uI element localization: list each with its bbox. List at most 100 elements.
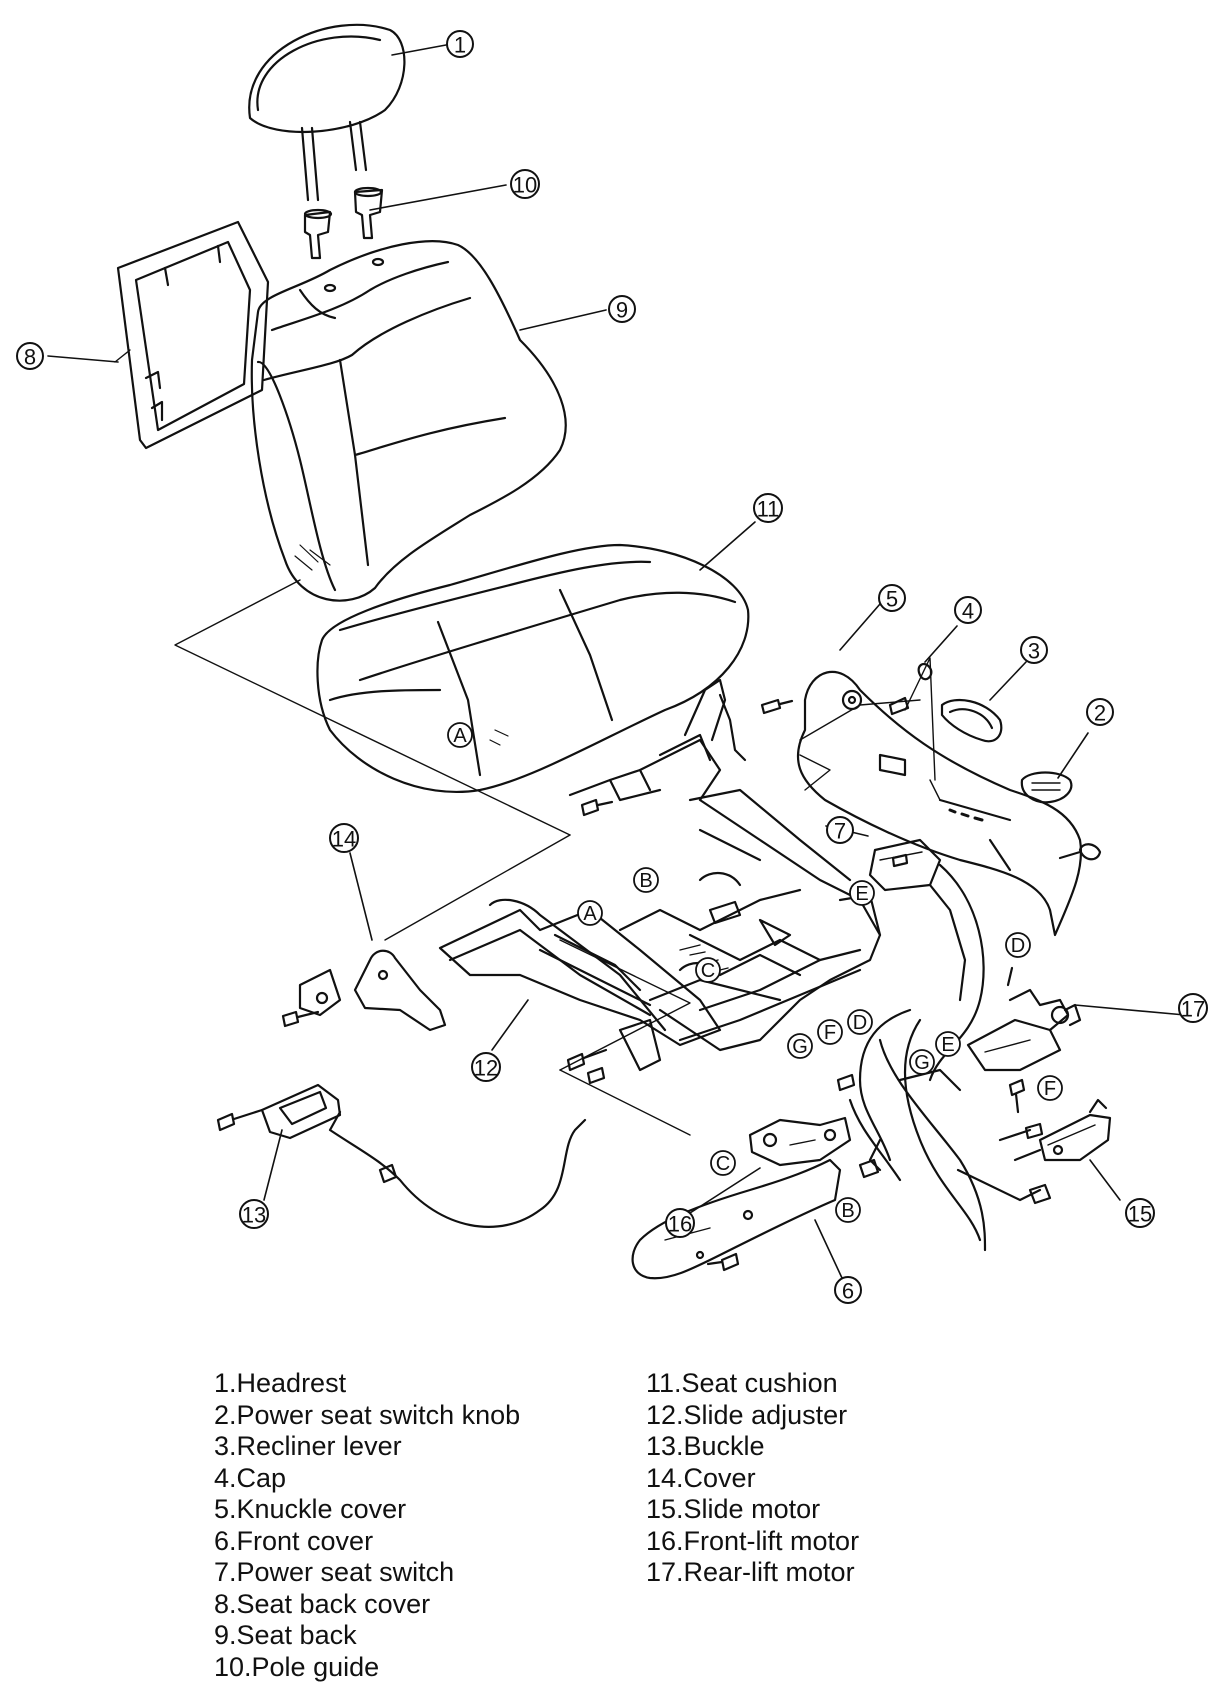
- parts-legend-left: 1.Headrest 2.Power seat switch knob 3.Re…: [214, 1368, 520, 1683]
- recliner-lever-part: [940, 698, 1003, 743]
- front-cover-part: [631, 1158, 842, 1280]
- letter-label: G: [914, 1052, 930, 1074]
- parts-legend-right: 11.Seat cushion 12.Slide adjuster 13.Buc…: [646, 1368, 859, 1589]
- connector-letter-c: C: [695, 957, 721, 983]
- letter-label: A: [583, 903, 597, 925]
- connector-letter-e: E: [935, 1031, 961, 1057]
- letter-label: E: [855, 883, 868, 905]
- legend-item: 2.Power seat switch knob: [214, 1399, 521, 1430]
- legend-item: 1.Headrest: [214, 1368, 347, 1398]
- legend-item: 15.Slide motor: [646, 1494, 821, 1524]
- connector-letter-b: B: [835, 1197, 861, 1223]
- callout-5: 5: [878, 584, 906, 612]
- callout-label: 11: [757, 497, 780, 522]
- legend-item: 10.Pole guide: [214, 1651, 380, 1682]
- letter-label: A: [453, 725, 467, 747]
- slide-motor-part: [1038, 1098, 1112, 1162]
- front-lift-motor-part: [748, 1116, 852, 1167]
- power-seat-switch-part: [868, 838, 967, 1002]
- callout-11: 11: [753, 493, 783, 523]
- headrest-part: [248, 23, 406, 202]
- knuckle-cover-part: [796, 670, 1082, 937]
- seat-exploded-diagram: 1 10 9 8 11 5 4 3 2 7 14 17 12 13 16 15 …: [16, 23, 1208, 1304]
- legend-item: 17.Rear-lift motor: [646, 1557, 855, 1587]
- switch-knob-part: [1020, 771, 1073, 804]
- letter-label: C: [716, 1153, 730, 1175]
- buckle-part: [260, 1083, 587, 1228]
- slide-adjuster-part: [438, 678, 882, 1072]
- cover-part: [298, 949, 447, 1032]
- connector-letter-c: C: [710, 1150, 736, 1176]
- callout-4: 4: [954, 596, 982, 624]
- callout-6: 6: [834, 1276, 862, 1304]
- rear-lift-motor-part: [966, 966, 1082, 1072]
- reference-lines: [114, 349, 941, 1136]
- callout-1: 1: [446, 30, 474, 58]
- callout-8: 8: [16, 342, 44, 370]
- callout-label: 10: [513, 173, 537, 198]
- callout-label: 4: [962, 599, 974, 624]
- legend-item: 13.Buckle: [646, 1431, 765, 1461]
- legend-item: 7.Power seat switch: [214, 1557, 455, 1587]
- callout-13: 13: [239, 1199, 269, 1229]
- connector-letter-e: E: [849, 880, 875, 906]
- legend-item: 16.Front-lift motor: [646, 1525, 860, 1556]
- seat-back-part: [250, 240, 567, 602]
- callout-label: 16: [668, 1212, 692, 1237]
- connector-letter-d: D: [1005, 932, 1031, 958]
- connector-letter-a: A: [577, 900, 603, 926]
- seat-cushion-part: [316, 543, 750, 794]
- callout-label: 14: [332, 827, 356, 852]
- callout-label: 7: [834, 819, 846, 844]
- legend-item: 6.Front cover: [214, 1525, 374, 1556]
- letter-label: G: [792, 1036, 808, 1058]
- letter-label: D: [853, 1012, 867, 1034]
- seat-back-cover-part: [116, 220, 270, 450]
- connector-letter-a: A: [447, 722, 473, 748]
- bolts: [216, 696, 1102, 1272]
- leader-lines: [47, 44, 1186, 1279]
- callout-14: 14: [329, 823, 359, 853]
- letter-label: F: [1044, 1078, 1056, 1100]
- callout-17: 17: [1178, 993, 1208, 1023]
- wire-harness: [848, 863, 1052, 1252]
- callout-label: 2: [1094, 701, 1106, 726]
- connector-letter-g: G: [787, 1033, 813, 1059]
- callout-label: 6: [842, 1279, 854, 1304]
- callout-12: 12: [471, 1052, 501, 1082]
- callout-2: 2: [1086, 698, 1114, 726]
- callout-3: 3: [1020, 636, 1048, 664]
- callout-16: 16: [665, 1208, 695, 1238]
- callout-label: 13: [242, 1203, 266, 1228]
- letter-label: F: [824, 1022, 836, 1044]
- callout-9: 9: [608, 295, 636, 323]
- letter-label: E: [941, 1034, 954, 1056]
- callout-label: 17: [1181, 997, 1205, 1022]
- letter-label: C: [701, 960, 715, 982]
- connector-letter-b: B: [633, 867, 659, 893]
- callout-label: 5: [886, 587, 898, 612]
- callout-label: 15: [1128, 1202, 1152, 1227]
- legend-item: 3.Recliner lever: [214, 1431, 402, 1461]
- callout-label: 9: [616, 298, 628, 323]
- connector-letter-d: D: [847, 1009, 873, 1035]
- letter-label: D: [1011, 935, 1025, 957]
- callout-7: 7: [826, 816, 854, 844]
- legend-item: 9.Seat back: [214, 1620, 357, 1650]
- callout-label: 8: [24, 345, 36, 370]
- legend-item: 11.Seat cushion: [646, 1368, 838, 1398]
- callout-10: 10: [510, 169, 540, 199]
- callout-15: 15: [1125, 1198, 1155, 1228]
- cap-part: [917, 662, 933, 681]
- legend-item: 4.Cap: [214, 1462, 287, 1493]
- legend-item: 12.Slide adjuster: [646, 1399, 848, 1430]
- connector-letter-g: G: [909, 1049, 935, 1075]
- connector-letter-f: F: [817, 1019, 843, 1045]
- letter-label: B: [639, 870, 652, 892]
- legend-item: 14.Cover: [646, 1462, 756, 1493]
- callout-label: 3: [1028, 639, 1040, 664]
- callout-label: 12: [474, 1056, 498, 1081]
- letter-label: B: [841, 1200, 854, 1222]
- connector-letter-f: F: [1037, 1075, 1063, 1101]
- legend-item: 8.Seat back cover: [214, 1588, 431, 1619]
